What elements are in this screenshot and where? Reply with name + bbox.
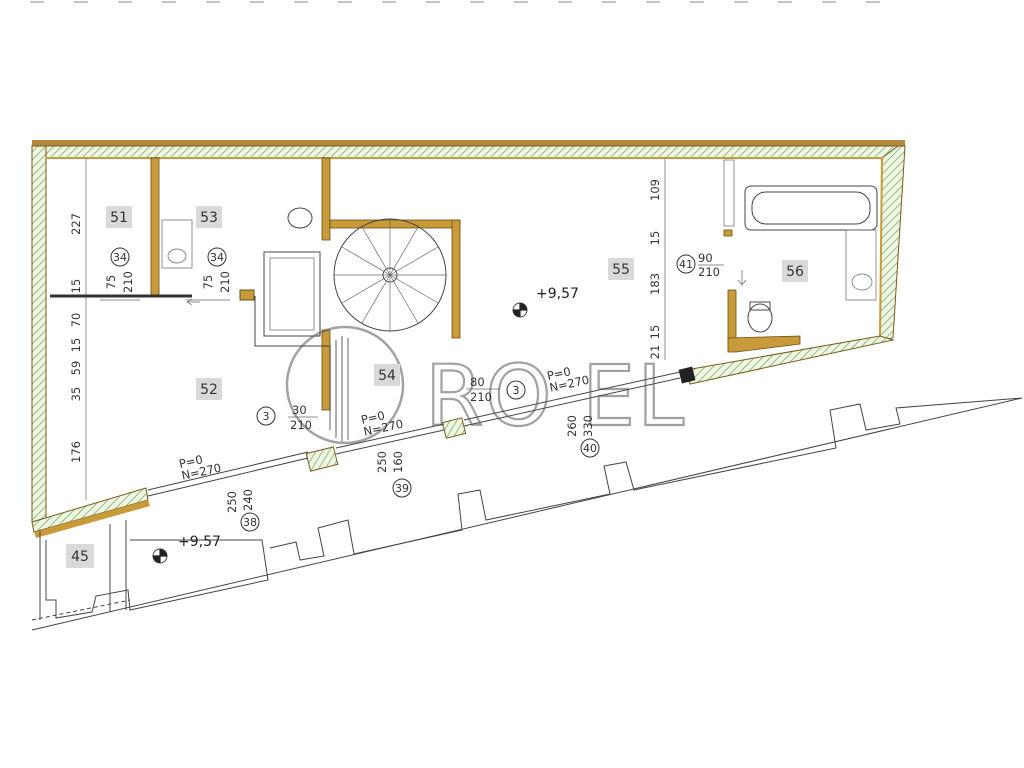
room-45-label: 45 [71,549,89,565]
door-41: 41 90 210 [676,251,724,279]
door-41-num: 41 [679,258,693,271]
window-40-num: 40 [583,442,597,455]
fixtures [161,159,878,347]
roel-logo: RO EL [285,325,686,446]
window-40-width: 330 [581,415,595,437]
door-34-a-height: 210 [121,271,135,293]
right-dimensions: 109 15 183 15 21 [648,179,662,359]
dim-left-7: 176 [69,441,83,463]
door-34-b-width: 75 [201,275,215,290]
spiral-stair [333,218,447,332]
arrows [186,270,747,306]
room-51: 51 [106,206,132,228]
elevation-upper-value: +9,57 [536,286,579,302]
facade-windows [147,371,681,497]
window-38-p: P=0 [178,452,204,471]
window-40-p: P=0 [546,364,572,383]
room-53: 53 [196,206,222,228]
dim-right-5: 21 [648,345,662,360]
elevation-lower-value: +9,57 [178,534,221,550]
dim-left-3: 70 [69,313,83,328]
dim-left-1: 227 [69,213,83,235]
room-52: 52 [196,378,222,400]
left-dimensions: 227 15 70 15 59 35 176 [69,213,83,463]
dim-right-4: 15 [648,325,662,340]
door-3-b-width: 30 [292,403,307,417]
window-39-width: 160 [391,451,405,473]
door-41-height: 210 [698,265,720,279]
door-3-b: 3 30 210 [256,403,318,432]
door-3-a-height: 210 [470,390,492,404]
door-41-width: 90 [698,251,713,265]
window-38-width: 240 [241,489,255,511]
door-34-b-num: 34 [210,251,224,264]
room-52-label: 52 [200,382,218,398]
dim-right-3: 183 [648,273,662,295]
room-56: 56 [782,260,808,282]
room-54: 54 [374,364,400,386]
dim-left-4: 15 [69,338,83,353]
room-51-label: 51 [110,210,128,226]
room-45: 45 [66,544,94,568]
window-40-height: 260 [565,415,579,437]
room-55: 55 [608,258,634,280]
balcony-outline [31,397,1023,631]
door-3-a-width: 80 [470,375,485,389]
door-34-a-num: 34 [113,251,127,264]
window-38-num: 38 [243,516,257,529]
room-53-label: 53 [200,210,218,226]
exterior-wall [31,140,906,538]
elevation-lower: +9,57 [152,534,221,564]
dim-left-6: 35 [69,387,83,402]
dim-right-1: 109 [648,179,662,201]
door-34-a-width: 75 [104,275,118,290]
window-38: P=0 N=270 250 240 38 [178,452,260,532]
dim-left-5: 59 [69,361,83,376]
door-34-a: 34 75 210 [104,247,135,293]
interior-walls [150,157,801,411]
dimension-lines [50,158,666,500]
room-labels: 51 52 53 54 55 56 45 [66,206,808,568]
room-56-label: 56 [786,264,804,280]
dim-left-2: 15 [69,279,83,294]
window-39-height: 250 [375,451,389,473]
window-39-num: 39 [395,482,409,495]
room-54-label: 54 [378,368,396,384]
door-34-b-height: 210 [218,271,232,293]
logo-text: RO EL [425,347,686,445]
window-38-height: 250 [225,491,239,513]
door-3-a-num: 3 [513,384,520,397]
door-34-b: 34 75 210 [201,247,232,293]
door-3-b-num: 3 [263,410,270,423]
window-39-p: P=0 [360,408,386,427]
dim-right-2: 15 [648,231,662,246]
door-3-b-height: 210 [290,418,312,432]
room-55-label: 55 [612,262,630,278]
elevation-upper: +9,57 [512,286,579,318]
window-39: P=0 N=270 250 160 39 [360,408,412,498]
door-3-a: 80 210 3 [466,375,526,404]
